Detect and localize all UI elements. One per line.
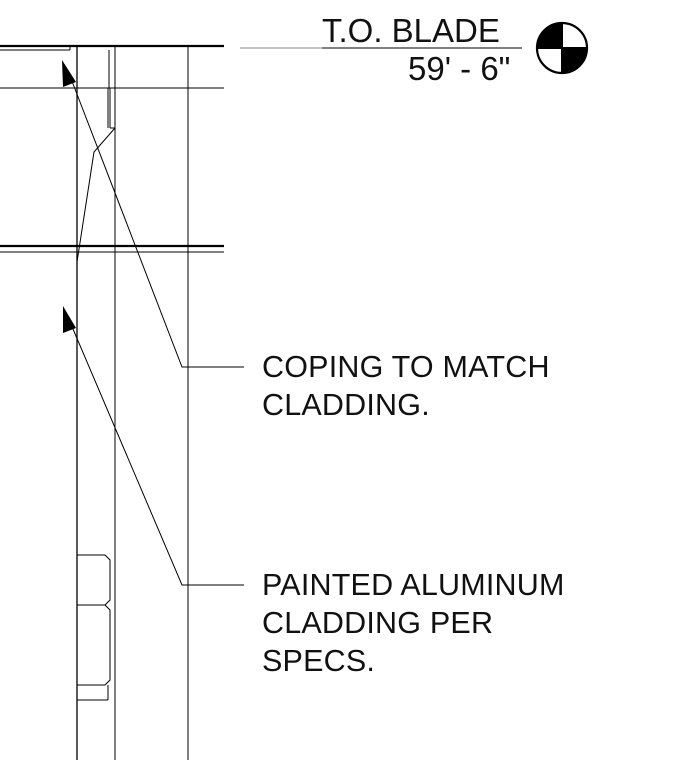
coping-leader (62, 60, 244, 368)
coping-note: COPING TO MATCH CLADDING. (262, 348, 550, 424)
coping-note-line1: COPING TO MATCH (262, 350, 550, 384)
level-elevation: 59' - 6" (408, 50, 511, 87)
level-datum-target-icon (535, 21, 589, 75)
coping-leader-arrowhead-icon (62, 60, 76, 87)
cladding-leader-arrowhead-icon (63, 306, 76, 333)
cladding-leader (63, 306, 244, 586)
lower-panel-detail (77, 554, 111, 701)
level-name: T.O. BLADE (322, 12, 500, 49)
coping-note-line2: CLADDING. (262, 388, 430, 422)
coping-top (0, 44, 224, 51)
horizontal-bands (0, 87, 224, 253)
cladding-note: PAINTED ALUMINUM CLADDING PER SPECS. (262, 566, 565, 680)
cladding-note-line2: CLADDING PER (262, 606, 494, 640)
blade-outline (76, 46, 189, 760)
cladding-note-line1: PAINTED ALUMINUM (262, 568, 565, 602)
cladding-note-line3: SPECS. (262, 644, 376, 678)
coping-flashing-detail (76, 88, 116, 263)
